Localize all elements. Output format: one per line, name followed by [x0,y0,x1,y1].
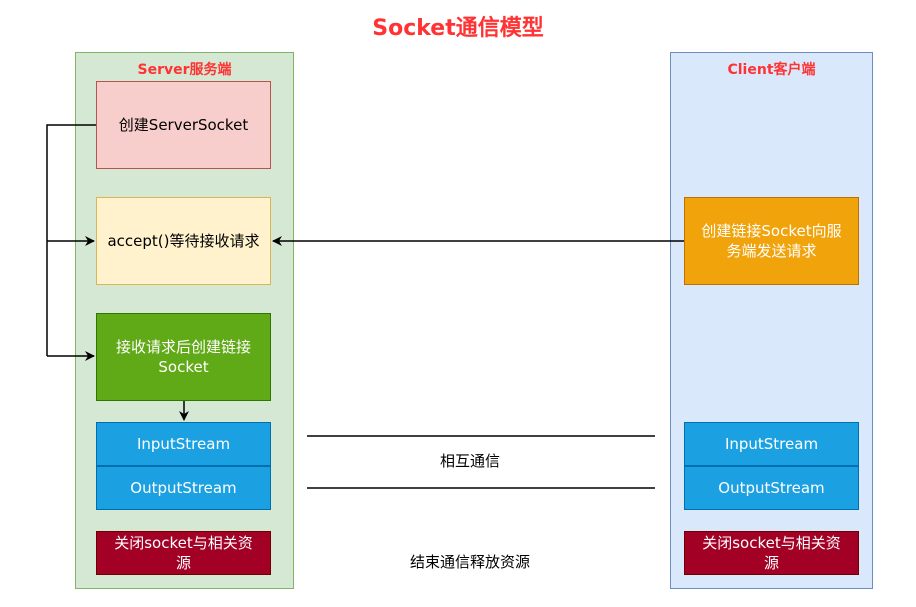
client-outputstream-box: OutputStream [684,466,859,510]
create-serversocket-box: 创建ServerSocket [96,81,271,169]
client-close-box: 关闭socket与相关资 源 [684,531,859,575]
server-inputstream-box: InputStream [96,422,271,466]
server-lane-title: Server服务端 [137,62,232,78]
client-inputstream-box: InputStream [684,422,859,466]
receive-create-label-line1: 接收请求后创建链接 [115,338,251,356]
server-close-box: 关闭socket与相关资 源 [96,531,271,575]
create-serversocket-label: 创建ServerSocket [118,116,249,134]
client-send-label-line2: 务端发送请求 [726,242,817,260]
accept-request-box: accept()等待接收请求 [96,197,271,285]
diagram-title: Socket通信模型 [372,16,544,41]
receive-create-socket-box: 接收请求后创建链接 Socket [96,313,271,401]
server-close-label-line2: 源 [175,554,191,572]
client-outputstream-label: OutputStream [718,479,825,497]
client-send-request-box: 创建链接Socket向服 务端发送请求 [684,197,859,285]
server-close-label-line1: 关闭socket与相关资 [114,534,253,552]
server-outputstream-label: OutputStream [130,479,237,497]
client-close-label-line2: 源 [763,554,779,572]
end-release-label: 结束通信释放资源 [409,553,530,571]
client-lane-title: Client客户端 [727,62,816,78]
client-send-label-line1: 创建链接Socket向服 [701,222,842,240]
client-close-label-line1: 关闭socket与相关资 [702,534,841,552]
client-inputstream-label: InputStream [724,435,819,453]
receive-create-label-line2: Socket [158,358,209,376]
mutual-communication-label: 相互通信 [439,452,500,470]
server-inputstream-label: InputStream [136,435,231,453]
loop-connector-line [46,124,96,356]
accept-request-label: accept()等待接收请求 [107,232,260,250]
server-outputstream-box: OutputStream [96,466,271,510]
